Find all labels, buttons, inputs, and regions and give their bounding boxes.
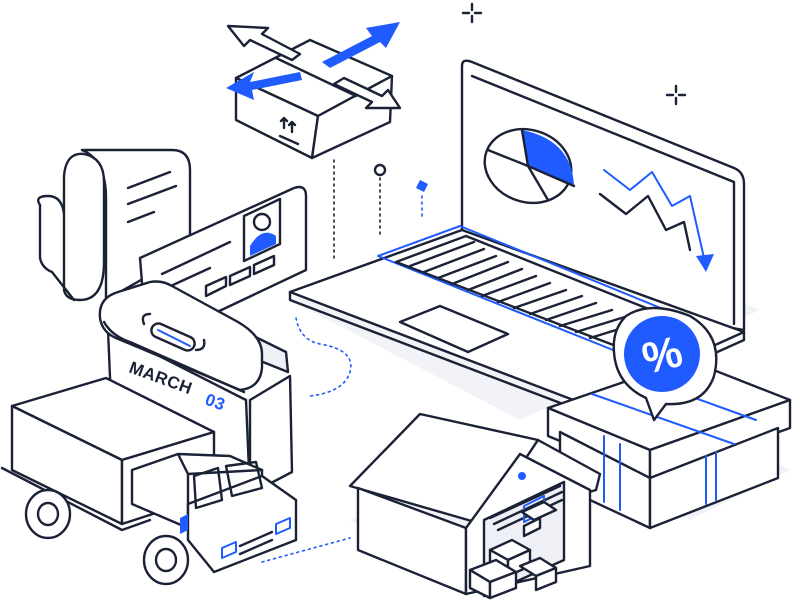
- pie-chart-icon: [483, 127, 576, 205]
- pin-icon: [373, 163, 387, 177]
- warehouse-icon: [348, 412, 602, 600]
- sparkle-icon: [461, 2, 687, 106]
- connector-lines: [261, 159, 428, 563]
- down-trend-arrow-icon: [598, 169, 714, 272]
- discount-badge-icon: %: [612, 306, 718, 422]
- shipping-box-icon: [226, 22, 402, 160]
- delivery-truck-icon: [0, 376, 298, 586]
